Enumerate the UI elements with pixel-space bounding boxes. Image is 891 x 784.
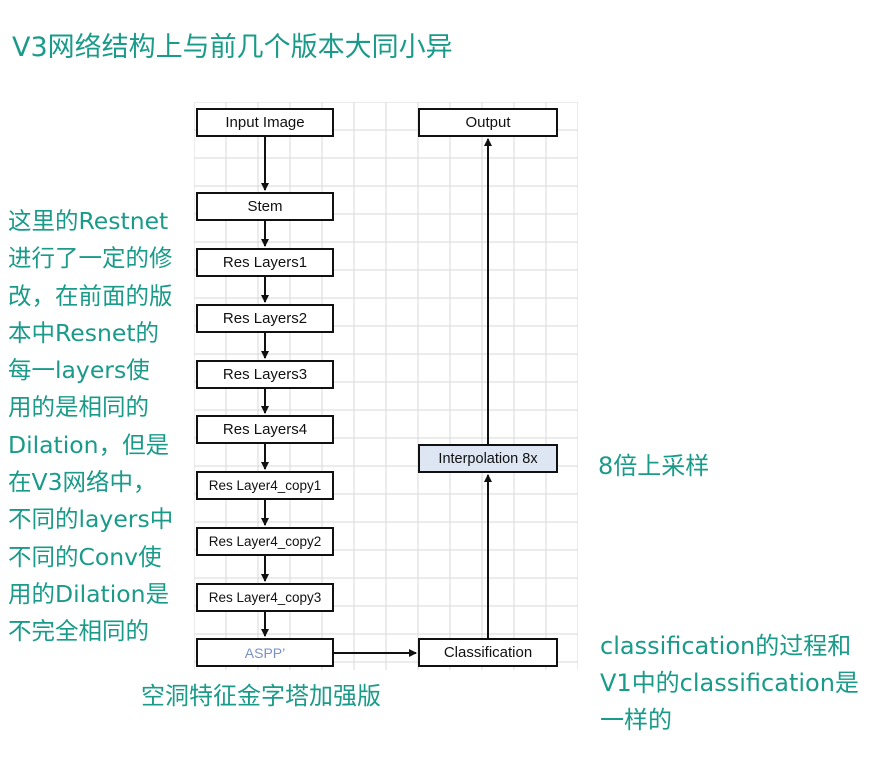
node-res-layer4-copy2: Res Layer4_copy2: [196, 527, 334, 556]
note-line: 用的Dilation是: [8, 579, 170, 608]
note-line: 不同的Conv使: [8, 542, 162, 571]
note-line: 不完全相同的: [8, 617, 149, 646]
note-line: 每一layers使: [8, 356, 150, 385]
note-line: 不同的layers中: [8, 505, 174, 534]
node-input-image: Input Image: [196, 108, 334, 137]
node-res-layers4: Res Layers4: [196, 415, 334, 444]
node-res-layers2: Res Layers2: [196, 304, 334, 333]
node-aspp: ASPP’: [196, 638, 334, 667]
note-line: V1中的classification是: [600, 669, 859, 697]
node-stem: Stem: [196, 192, 334, 221]
resnet-dilation-note: 这里的Restnet 进行了一定的修 改，在前面的版 本中Resnet的 每一l…: [8, 203, 198, 651]
node-res-layer4-copy3: Res Layer4_copy3: [196, 583, 334, 612]
node-interpolation-8x: Interpolation 8x: [418, 444, 558, 473]
node-res-layer4-copy1: Res Layer4_copy1: [196, 471, 334, 500]
note-line: 改，在前面的版: [8, 281, 173, 310]
upsample-note: 8倍上采样: [598, 452, 710, 480]
node-res-layers1: Res Layers1: [196, 248, 334, 277]
note-line: Dilation，但是: [8, 430, 170, 459]
node-res-layers3: Res Layers3: [196, 360, 334, 389]
node-output: Output: [418, 108, 558, 137]
note-line: 这里的Restnet: [8, 207, 169, 235]
note-line: 进行了一定的修: [8, 244, 173, 273]
note-line: classification的过程和: [600, 632, 852, 660]
note-line: 在V3网络中，: [8, 468, 157, 497]
note-line: 本中Resnet的: [8, 318, 160, 347]
classification-note: classification的过程和 V1中的classification是 一…: [600, 628, 890, 739]
aspp-note: 空洞特征金字塔加强版: [141, 682, 381, 710]
note-line: 一样的: [600, 706, 672, 734]
node-classification: Classification: [418, 638, 558, 667]
note-line: 用的是相同的: [8, 393, 149, 422]
page-title: V3网络结构上与前几个版本大同小异: [12, 32, 453, 63]
